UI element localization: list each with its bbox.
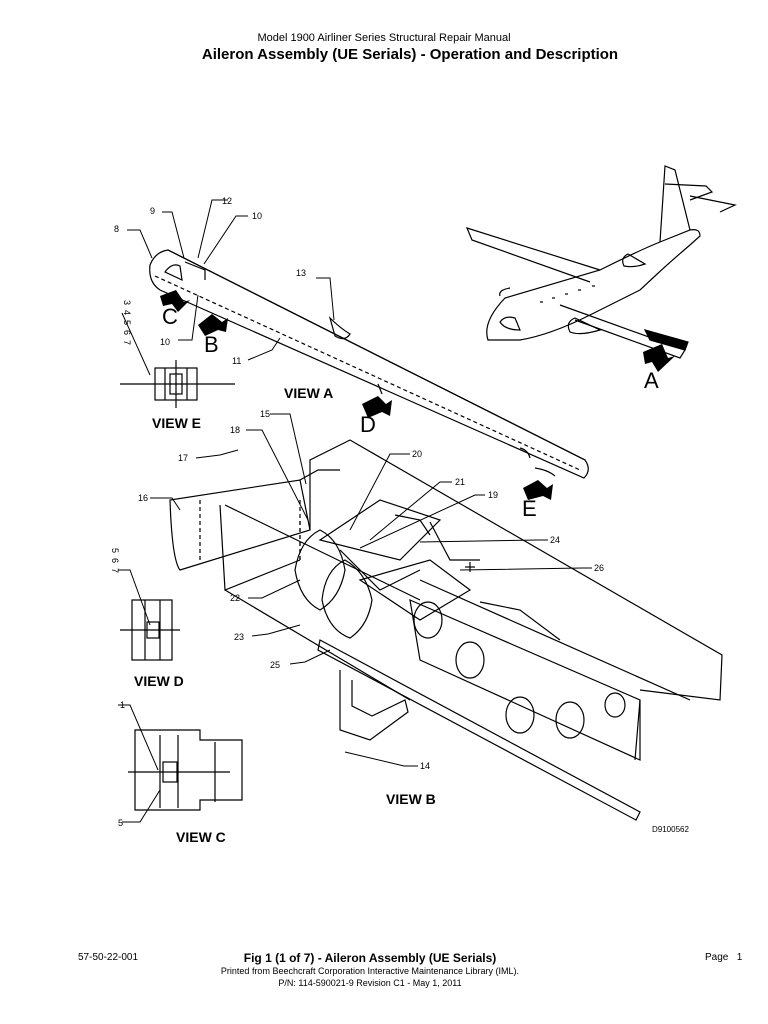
stack-e-7: 7	[122, 340, 132, 345]
view-label-b: VIEW B	[386, 791, 436, 807]
arrow-label-c: C	[162, 304, 178, 329]
callout-14: 14	[420, 761, 430, 771]
airplane-sketch	[465, 165, 737, 359]
view-d-detail	[120, 599, 180, 661]
figure-title: - Aileron Assembly (UE Serials)	[317, 951, 497, 965]
callout-21: 21	[455, 477, 465, 487]
callout-25: 25	[270, 660, 280, 670]
callout-24: 24	[550, 535, 560, 545]
callout-18: 18	[230, 425, 240, 435]
arrow-b-icon	[198, 314, 228, 336]
printed-from-note: Printed from Beechcraft Corporation Inte…	[220, 966, 520, 976]
stack-e-6: 6	[122, 330, 132, 335]
doc-number: 57-50-22-001	[78, 952, 139, 963]
callout-16: 16	[138, 493, 148, 503]
wing-structure	[169, 439, 723, 821]
callout-11: 11	[232, 356, 241, 366]
view-e-detail	[120, 360, 235, 408]
manual-title: Model 1900 Airliner Series Structural Re…	[257, 32, 511, 44]
callout-5: 5	[118, 818, 123, 828]
view-label-c: VIEW C	[176, 829, 226, 845]
view-c-detail	[128, 729, 243, 811]
arrow-d-icon	[362, 396, 392, 418]
figure-ref: Fig 1 (1 of 7)	[243, 951, 315, 965]
arrow-a-icon	[643, 344, 675, 372]
part-number-revision: P/N: 114-590021-9 Revision C1 - May 1, 2…	[278, 978, 462, 988]
arrow-label-b: B	[204, 332, 219, 357]
stack-e-5: 5	[122, 320, 132, 325]
view-label-d: VIEW D	[134, 673, 184, 689]
stack-d-7: 7	[110, 568, 120, 573]
page-number: 1	[736, 952, 743, 963]
view-label-e: VIEW E	[152, 415, 201, 431]
view-labels: VIEW A VIEW E VIEW D VIEW B VIEW C	[134, 385, 436, 845]
callout-13: 13	[296, 268, 306, 278]
arrow-label-e: E	[522, 496, 537, 521]
stacked-callouts-d: 5 6 7	[110, 548, 120, 573]
arrow-label-a: A	[644, 368, 659, 393]
stacked-callouts-e: 3 4 5 6 7	[122, 300, 132, 345]
stack-e-3: 3	[122, 300, 132, 305]
arrow-c-icon	[160, 290, 190, 312]
arrow-letters: A C B D E	[162, 304, 659, 521]
page-title: Aileron Assembly (UE Serials) - Operatio…	[201, 46, 619, 63]
leader-lines	[118, 199, 592, 823]
view-label-a: VIEW A	[284, 385, 333, 401]
callout-22: 22	[230, 593, 240, 603]
callout-26: 26	[594, 563, 604, 573]
callout-10-lower: 10	[160, 337, 170, 347]
figure-caption: Fig 1 (1 of 7) - Aileron Assembly (UE Se…	[0, 951, 740, 965]
direction-arrows	[160, 290, 675, 500]
callout-19: 19	[488, 490, 498, 500]
callout-9: 9	[150, 206, 155, 216]
callout-15: 15	[260, 409, 270, 419]
callout-1: 1	[120, 700, 125, 710]
stack-d-6: 6	[110, 558, 120, 563]
callout-8: 8	[114, 224, 119, 234]
callout-17: 17	[178, 453, 188, 463]
page-indicator: Page 1	[705, 952, 742, 963]
callout-20: 20	[412, 449, 422, 459]
callout-23: 23	[234, 632, 244, 642]
arrow-e-icon	[523, 480, 553, 500]
stack-d-5: 5	[110, 548, 120, 553]
callout-10-top: 10	[252, 211, 262, 221]
arrow-label-d: D	[360, 412, 376, 437]
aileron-outline	[149, 249, 589, 479]
page-label: Page	[705, 952, 729, 963]
callout-12: 12	[222, 196, 232, 206]
callout-numbers: 8 9 12 10 13 10 11 15 18 17 16 20 21 19 …	[114, 196, 689, 834]
drawing-id: D9100562	[652, 825, 689, 834]
stack-e-4: 4	[122, 310, 132, 315]
